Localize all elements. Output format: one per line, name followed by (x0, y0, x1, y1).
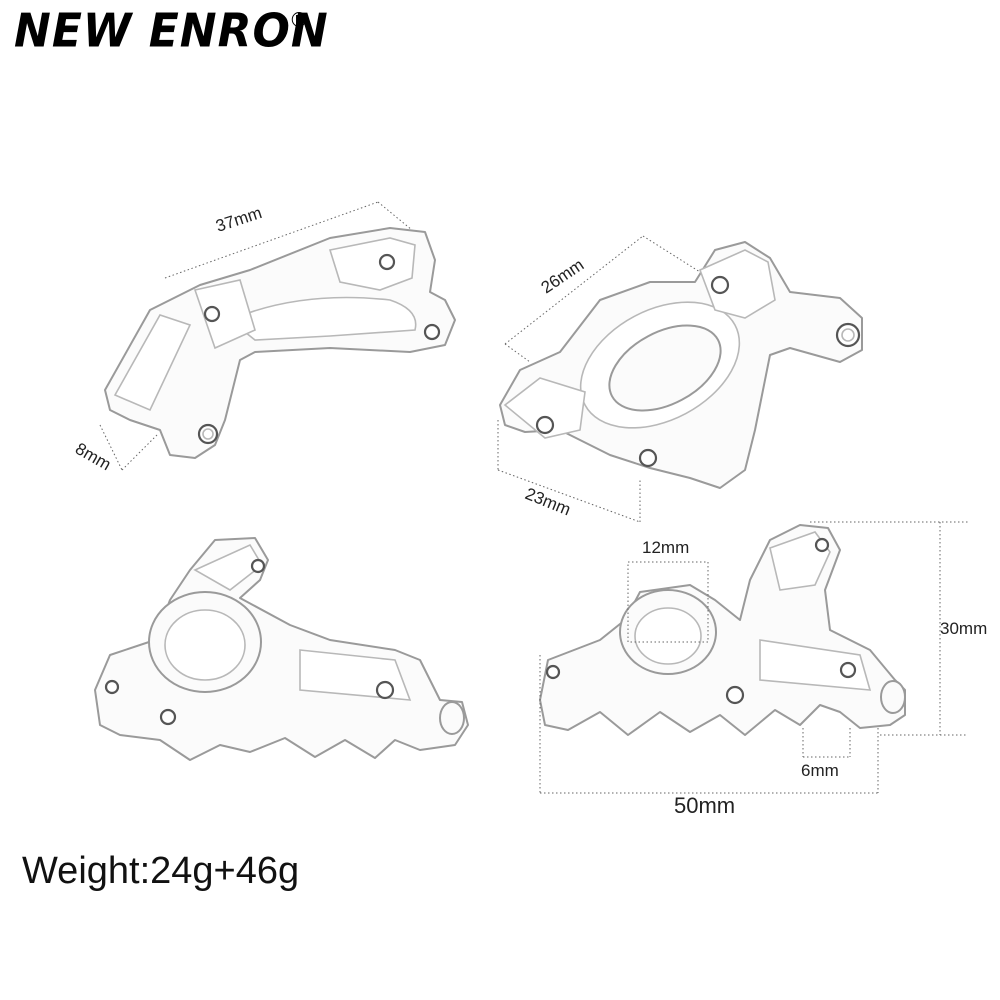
dim-label-50mm: 50mm (674, 793, 735, 818)
part-bottom-left (94, 537, 469, 761)
dim-label-12mm: 12mm (642, 538, 689, 557)
dim-label-26mm: 26mm (538, 255, 588, 297)
part-top-right (499, 241, 863, 489)
part-bottom-right (539, 524, 906, 736)
dim-label-8mm: 8mm (72, 439, 114, 474)
part-top-left (104, 227, 456, 459)
dimension-lines (99, 201, 968, 794)
dim-label-30mm: 30mm (940, 619, 987, 638)
brand-logo: NEW ENRON (14, 4, 329, 59)
weight-label: Weight:24g+46g (22, 850, 300, 892)
dim-label-37mm: 37mm (213, 203, 264, 236)
registered-mark: ® (289, 8, 309, 32)
dim-label-6mm: 6mm (801, 761, 839, 780)
dim-label-23mm: 23mm (523, 484, 574, 519)
